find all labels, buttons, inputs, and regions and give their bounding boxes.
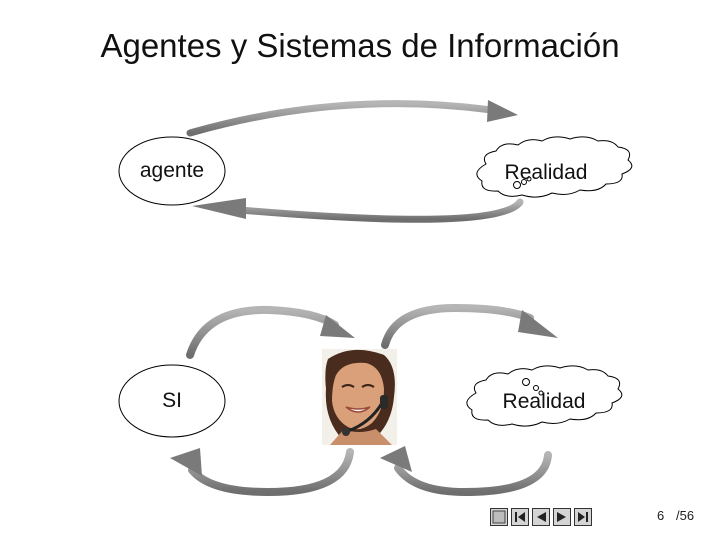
agent-node xyxy=(118,136,226,206)
information-system-node xyxy=(118,364,226,438)
system-label: SI xyxy=(162,389,182,412)
current-page-number: 6 xyxy=(657,508,665,523)
menu-icon[interactable] xyxy=(490,508,508,526)
reality-label-bottom: Realidad xyxy=(502,390,586,413)
arrow-reality-to-person xyxy=(380,446,552,497)
next-page-icon[interactable] xyxy=(553,508,571,526)
previous-page-icon[interactable] xyxy=(532,508,550,526)
slide-title: Agentes y Sistemas de Información xyxy=(100,27,620,64)
total-pages: /56 xyxy=(676,508,695,523)
arrow-agent-to-reality xyxy=(186,100,518,137)
arrow-reality-to-agent xyxy=(192,198,524,223)
last-page-icon[interactable] xyxy=(574,508,592,526)
arrow-system-to-person xyxy=(186,305,355,359)
slide-navigation xyxy=(490,508,592,526)
reality-cloud-bottom xyxy=(466,365,623,427)
reality-cloud-top xyxy=(476,136,633,198)
first-page-icon[interactable] xyxy=(511,508,529,526)
arrow-person-to-system xyxy=(170,448,354,497)
agent-label: agente xyxy=(139,159,205,182)
arrow-person-to-reality xyxy=(381,303,558,349)
woman-with-headset-photo xyxy=(322,349,397,445)
reality-label-top: Realidad xyxy=(504,161,588,184)
